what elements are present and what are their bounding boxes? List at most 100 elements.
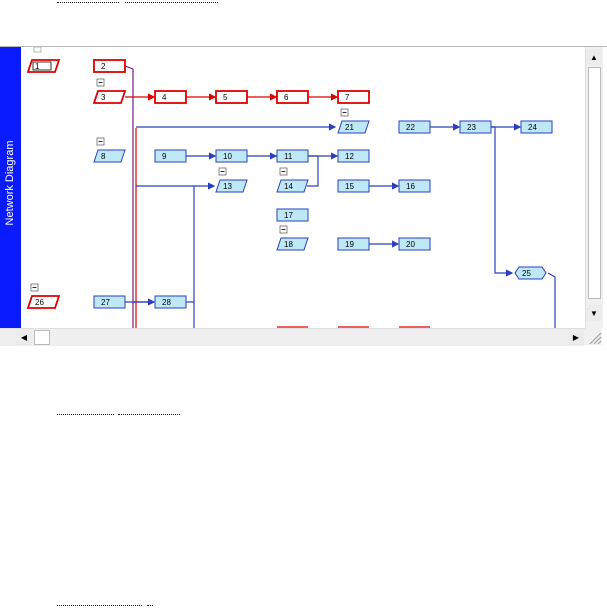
task-node-17[interactable]: 17: [276, 208, 309, 222]
task-node-1[interactable]: 1: [26, 59, 61, 73]
task-node-26[interactable]: 26: [26, 283, 61, 309]
collapse-icon[interactable]: [33, 47, 42, 53]
task-node-shape: [215, 149, 248, 163]
redacted-text-line-3: [57, 414, 114, 415]
task-node-20[interactable]: 20: [398, 237, 431, 251]
task-node-27[interactable]: 27: [93, 295, 126, 309]
collapse-icon[interactable]: [279, 225, 288, 234]
task-node-label: 26: [35, 298, 44, 307]
redacted-text-line-2: [125, 2, 218, 3]
task-node-label: 17: [284, 211, 293, 220]
collapse-icon[interactable]: [218, 167, 227, 176]
task-node-label: 6: [284, 93, 289, 102]
task-node-label: 5: [223, 93, 228, 102]
task-node-label: 22: [406, 123, 415, 132]
scroll-right-icon[interactable]: ▶: [568, 329, 584, 345]
task-node-label: 13: [223, 182, 232, 191]
task-node-label: 4: [162, 93, 167, 102]
task-node-22[interactable]: 22: [398, 120, 431, 134]
scroll-up-icon[interactable]: ▲: [586, 49, 602, 65]
task-node-18[interactable]: 18: [276, 225, 309, 251]
task-node-label: 12: [345, 152, 354, 161]
task-node-label: 8: [101, 152, 106, 161]
vertical-scrollbar[interactable]: ▲ ▼: [585, 47, 603, 328]
task-node-label: 2: [101, 62, 106, 71]
task-node-shape: [276, 149, 309, 163]
task-node-label: 21: [345, 123, 354, 132]
task-node-shape: [276, 208, 309, 222]
task-node-label: 1: [35, 62, 40, 71]
collapse-icon[interactable]: [340, 108, 349, 117]
task-node-shape: [92, 90, 127, 104]
task-node-11[interactable]: 11: [276, 149, 309, 163]
task-node-10[interactable]: 10: [215, 149, 248, 163]
resize-grip-icon[interactable]: [585, 328, 602, 345]
task-node-3[interactable]: 3: [92, 78, 127, 104]
task-node-shape: [154, 90, 187, 104]
task-node-shape: [93, 295, 126, 309]
link-25-out: [547, 272, 556, 328]
task-node-label: 23: [467, 123, 476, 132]
task-node-shape: [398, 237, 431, 251]
task-node-2[interactable]: 2: [93, 59, 126, 73]
task-node-6[interactable]: 6: [276, 90, 309, 104]
task-node-shape: [398, 120, 431, 134]
task-node-13[interactable]: 13: [215, 167, 248, 193]
task-node-14[interactable]: 14: [276, 167, 309, 193]
collapse-icon[interactable]: [96, 78, 105, 87]
task-node-shape: [520, 120, 553, 134]
collapse-icon[interactable]: [30, 283, 39, 292]
task-node-5[interactable]: 5: [215, 90, 248, 104]
task-node-label: 10: [223, 152, 232, 161]
horizontal-scrollbar[interactable]: ◀ ▶: [0, 328, 585, 346]
task-node-label: 11: [284, 152, 293, 161]
task-node-7[interactable]: 7: [337, 90, 370, 104]
scroll-left-icon[interactable]: ◀: [16, 329, 32, 345]
task-node-label: 20: [406, 240, 415, 249]
task-node-16[interactable]: 16: [398, 179, 431, 193]
task-node-21[interactable]: 21: [337, 108, 370, 134]
scroll-down-icon[interactable]: ▼: [586, 305, 602, 321]
redacted-text-line-5: [57, 605, 142, 606]
task-node-shape: [276, 237, 309, 251]
task-node-shape: [154, 149, 187, 163]
task-node-4[interactable]: 4: [154, 90, 187, 104]
task-node-label: 14: [284, 182, 293, 191]
task-node-shape: [276, 179, 309, 193]
task-node-8[interactable]: 8: [93, 137, 126, 163]
task-node-label: 25: [522, 269, 531, 278]
view-bar-label: Network Diagram: [4, 140, 16, 226]
task-node-label: 7: [345, 93, 350, 102]
task-node-25[interactable]: 25: [514, 266, 547, 280]
task-node-24[interactable]: 24: [520, 120, 553, 134]
task-node-shape: [459, 120, 492, 134]
horizontal-scroll-thumb[interactable]: [34, 330, 50, 345]
task-node-shape: [337, 120, 370, 134]
vertical-scroll-thumb[interactable]: [588, 67, 601, 299]
task-node-label: 16: [406, 182, 415, 191]
view-bar[interactable]: Network Diagram: [0, 47, 21, 328]
task-node-9[interactable]: 9: [154, 149, 187, 163]
task-node-19[interactable]: 19: [337, 237, 370, 251]
task-node-shape: [337, 149, 370, 163]
selection-marker: [32, 61, 52, 71]
task-node-15[interactable]: 15: [337, 179, 370, 193]
task-node-label: 18: [284, 240, 293, 249]
collapse-icon[interactable]: [96, 137, 105, 146]
link-23-25: [491, 126, 514, 277]
task-node-12[interactable]: 12: [337, 149, 370, 163]
task-node-shape: [93, 59, 126, 73]
task-node-shape: [337, 90, 370, 104]
task-node-shape: [93, 149, 126, 163]
task-node-23[interactable]: 23: [459, 120, 492, 134]
task-node-shape: [26, 295, 61, 309]
redacted-text-line-4: [118, 414, 180, 415]
task-node-28[interactable]: 28: [154, 295, 187, 309]
collapse-icon[interactable]: [279, 167, 288, 176]
redacted-text-line-1: [57, 2, 119, 3]
redacted-text-line-6: [147, 605, 153, 606]
task-node-label: 3: [101, 93, 106, 102]
